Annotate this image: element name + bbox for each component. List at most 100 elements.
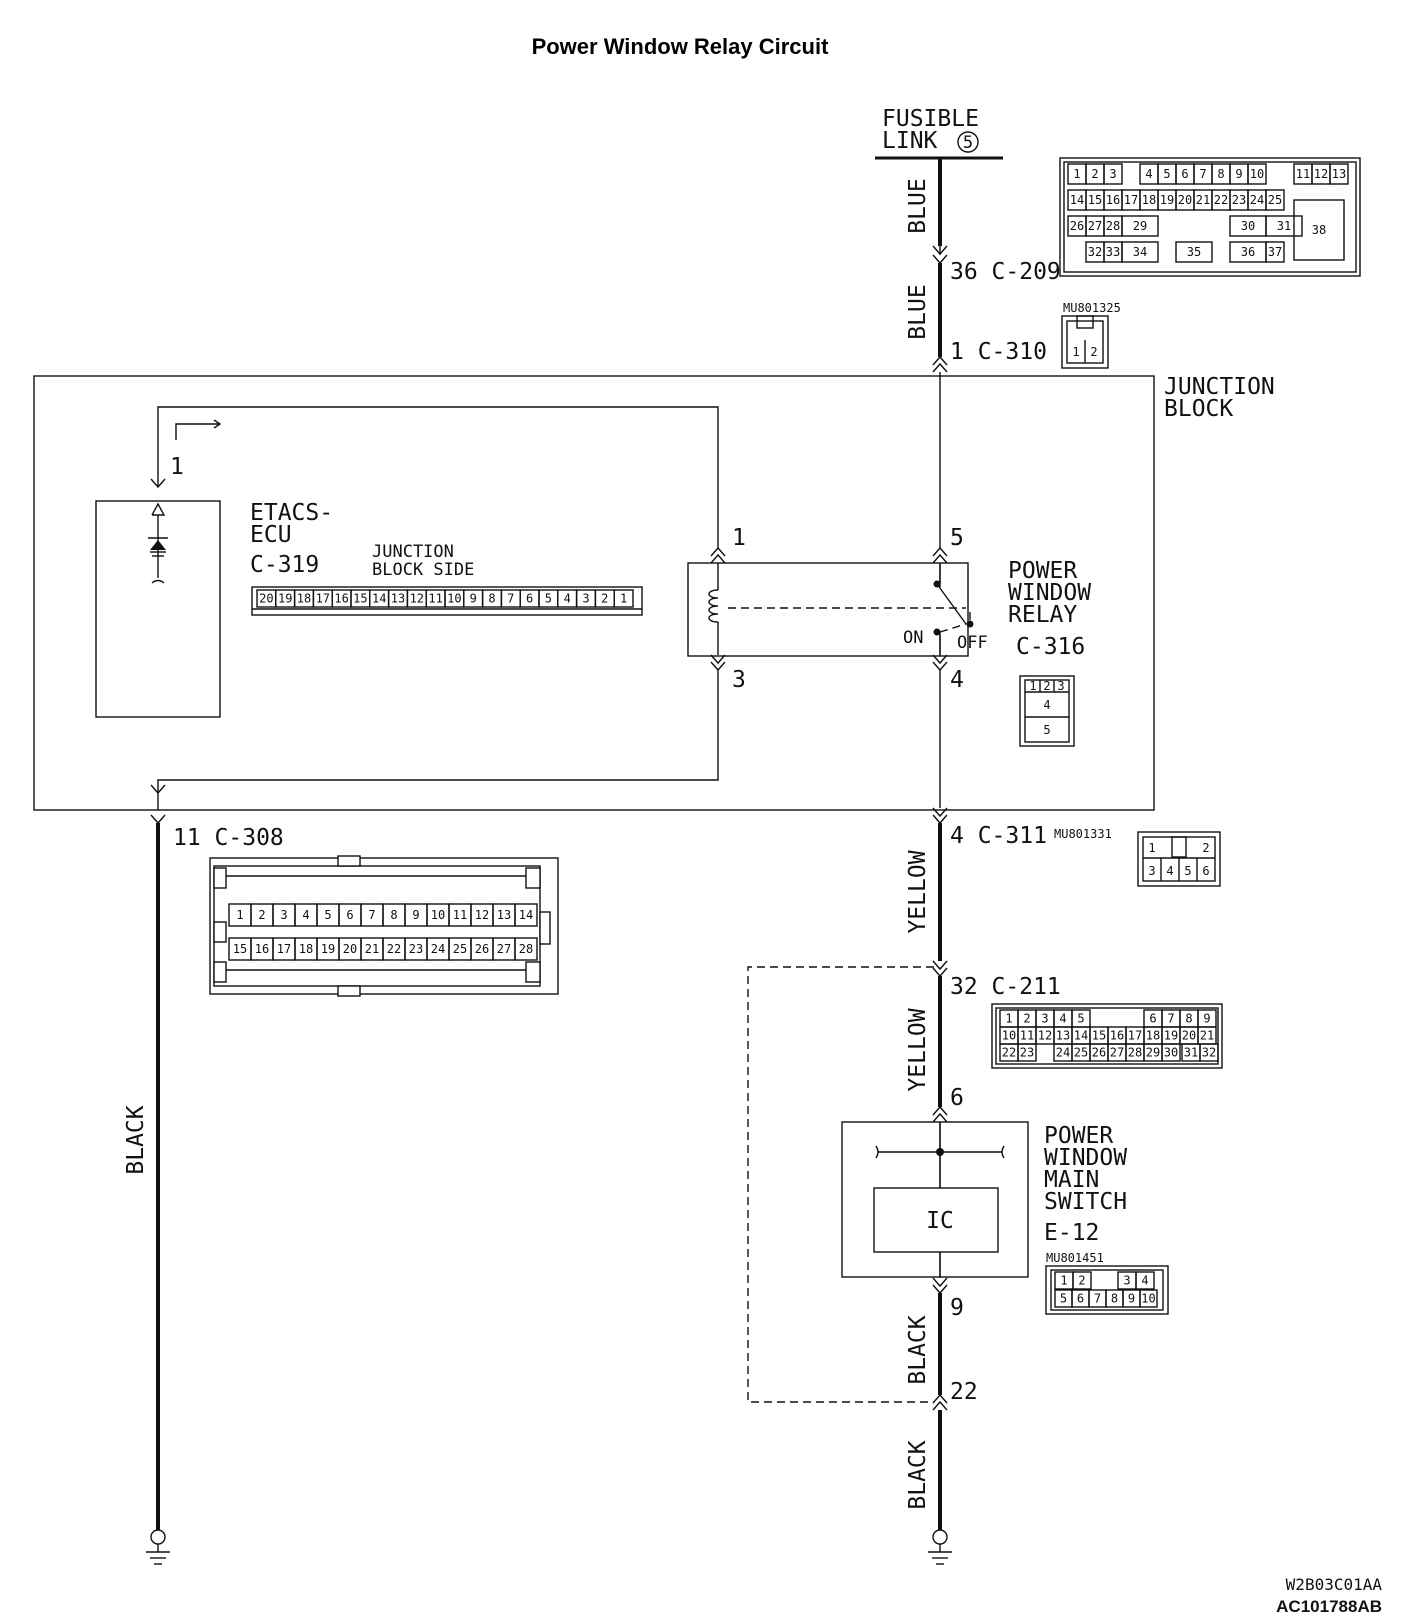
c319-pin-12: 12 xyxy=(410,592,424,606)
c308-pin-6: 6 xyxy=(346,908,353,922)
c211-pin-8: 8 xyxy=(1185,1012,1192,1026)
c209-pin-13: 13 xyxy=(1332,167,1346,181)
switch-label-3: MAIN xyxy=(1044,1167,1099,1193)
diagram-title: Power Window Relay Circuit xyxy=(532,34,830,59)
connector-e12-part: MU801451 xyxy=(1046,1251,1104,1265)
c308-pin-5: 5 xyxy=(324,908,331,922)
c211-pin-11: 11 xyxy=(1020,1029,1034,1043)
c308-pin-16: 16 xyxy=(255,942,269,956)
c211-pin-5: 5 xyxy=(1077,1012,1084,1026)
relay-pin-4: 4 xyxy=(950,667,964,693)
c319-pin-16: 16 xyxy=(334,592,348,606)
main-wire-right xyxy=(932,158,948,1530)
connector-c311-part: MU801331 xyxy=(1054,827,1112,841)
c319-pin-8: 8 xyxy=(488,592,495,606)
c209-pin-20: 20 xyxy=(1178,193,1192,207)
c319-pin-13: 13 xyxy=(391,592,405,606)
relay-pin-5: 5 xyxy=(950,525,964,551)
c209-pin-37-cell xyxy=(1265,241,1285,263)
e12-pin-4-cell xyxy=(1135,1271,1155,1290)
e12-pin-7: 7 xyxy=(1094,1292,1101,1306)
c308-pin-1: 1 xyxy=(236,908,243,922)
relay-pin-3: 3 xyxy=(732,667,746,693)
c311-pin-2: 2 xyxy=(1202,841,1209,855)
c211-pin-9: 9 xyxy=(1203,1012,1210,1026)
c308-pin-4: 4 xyxy=(302,908,309,922)
c209-pin-19: 19 xyxy=(1160,193,1174,207)
c319-pin-1: 1 xyxy=(620,592,627,606)
c211-pin-32: 32 xyxy=(1202,1046,1216,1060)
pin-22-label: 22 xyxy=(950,1379,978,1405)
c211-pin-24: 24 xyxy=(1056,1046,1070,1060)
c209-pin-31-cell xyxy=(1265,215,1303,237)
c319-pin-14: 14 xyxy=(372,592,386,606)
c316-pin-5: 5 xyxy=(1043,723,1050,737)
c308-pin-28-cell xyxy=(514,937,538,961)
c211-pin-26: 26 xyxy=(1092,1046,1106,1060)
etacs-ecu-label-1: ETACS- xyxy=(250,500,333,526)
c209-pin-10: 10 xyxy=(1250,167,1264,181)
c211-pin-29: 29 xyxy=(1146,1046,1160,1060)
wire-label-yellow-lower: YELLOW xyxy=(905,1008,931,1091)
c211-pin-21: 21 xyxy=(1200,1029,1214,1043)
c319-pin-19: 19 xyxy=(278,592,292,606)
c209-pin-9: 9 xyxy=(1235,167,1242,181)
etacs-ecu-label-2: ECU xyxy=(250,522,292,548)
c308-pin-28: 28 xyxy=(519,942,533,956)
c209-pin-29-cell xyxy=(1121,215,1159,237)
etacs-ecu xyxy=(95,500,221,718)
c308-pin-2: 2 xyxy=(258,908,265,922)
c311-pin-4: 4 xyxy=(1166,864,1173,878)
c211-pin-31: 31 xyxy=(1184,1046,1198,1060)
fusible-link: FUSIBLE LINK 5 xyxy=(875,106,1003,160)
c211-pin-30-cell xyxy=(1161,1043,1181,1062)
c308-pin-10: 10 xyxy=(431,908,445,922)
connector-e12-label: E-12 xyxy=(1044,1220,1099,1246)
connector-c310-label: 1 C-310 xyxy=(950,339,1047,365)
c308-pin-26: 26 xyxy=(475,942,489,956)
wire-label-yellow-upper: YELLOW xyxy=(905,850,931,933)
c209-pin-12: 12 xyxy=(1314,167,1328,181)
connector-c316-label: C-316 xyxy=(1016,634,1085,660)
c209-pin-8: 8 xyxy=(1217,167,1224,181)
c308-pin-22: 22 xyxy=(387,942,401,956)
c211-pin-27: 27 xyxy=(1110,1046,1124,1060)
c209-pin-16: 16 xyxy=(1106,193,1120,207)
junction-block-label-2: BLOCK xyxy=(1164,396,1233,422)
c209-pin-38: 38 xyxy=(1312,223,1326,237)
c319-pin-5: 5 xyxy=(545,592,552,606)
drawing-reference: W2B03C01AA xyxy=(1286,1575,1383,1594)
c319-pin-7: 7 xyxy=(507,592,514,606)
c209-pin-36: 36 xyxy=(1241,245,1255,259)
e12-pin-4: 4 xyxy=(1141,1274,1148,1288)
c319-pin-11: 11 xyxy=(428,592,442,606)
c211-pin-30: 30 xyxy=(1164,1046,1178,1060)
c211-pin-23-cell xyxy=(1017,1043,1037,1062)
wire-label-black-upper: BLACK xyxy=(905,1315,931,1384)
c308-pin-14-cell xyxy=(514,903,538,927)
c209-pin-28: 28 xyxy=(1106,219,1120,233)
c211-pin-13: 13 xyxy=(1056,1029,1070,1043)
c209-pin-1: 1 xyxy=(1073,167,1080,181)
c211-pin-4: 4 xyxy=(1059,1012,1066,1026)
c211-pin-22: 22 xyxy=(1002,1046,1016,1060)
connector-c310-part: MU801325 xyxy=(1063,301,1121,315)
c209-pin-5: 5 xyxy=(1163,167,1170,181)
wire-label-black-lower: BLACK xyxy=(905,1440,931,1509)
c209-pin-13-cell xyxy=(1329,163,1349,185)
switch-label-2: WINDOW xyxy=(1044,1145,1127,1171)
c211-pin-6: 6 xyxy=(1149,1012,1156,1026)
c319-pin-15: 15 xyxy=(353,592,367,606)
c209-pin-6: 6 xyxy=(1181,167,1188,181)
c211-pin-32-cell xyxy=(1199,1043,1219,1062)
wire-label-blue-lower: BLUE xyxy=(905,284,931,339)
c308-pin-3: 3 xyxy=(280,908,287,922)
c308-pin-23: 23 xyxy=(409,942,423,956)
relay-label-2: WINDOW xyxy=(1008,580,1091,606)
c316-pin-4: 4 xyxy=(1043,698,1050,712)
c211-pin-14: 14 xyxy=(1074,1029,1088,1043)
c209-pin-22: 22 xyxy=(1214,193,1228,207)
c209-pin-35: 35 xyxy=(1187,245,1201,259)
